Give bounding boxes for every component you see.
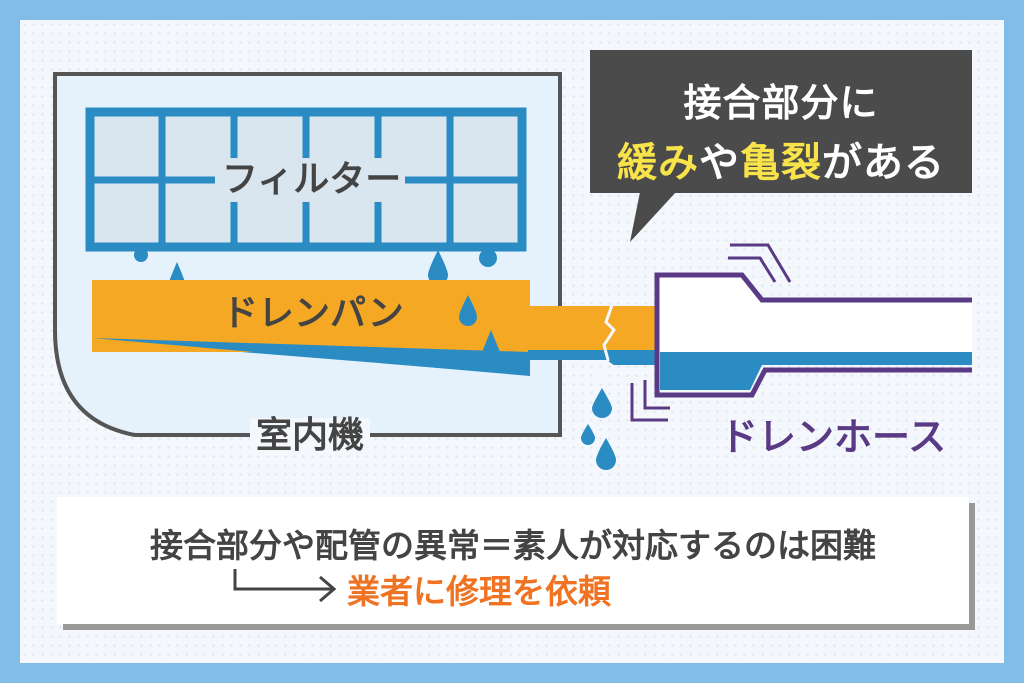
crack-icon [598,304,616,379]
callout-line-1: 接合部分に [683,81,879,125]
summary-line-2: 業者に修理を依頼 [347,572,611,611]
drain-pan-label: ドレンパン [222,293,404,334]
indoor-unit-label: 室内機 [250,418,371,454]
drain-hose-label: ドレンホース [720,415,947,459]
falling-drops-icon [581,388,616,470]
callout-tail [630,192,676,242]
summary-note: 接合部分や配管の異常＝素人が対応するのは困難 業者に修理を依頼 [57,497,969,624]
callout-text-ya: や [699,140,740,186]
callout-bubble: 接合部分に 緩みや亀裂がある [590,50,972,193]
callout-highlight-crack: 亀裂 [740,140,822,186]
callout-line-2: 緩みや亀裂がある [590,130,972,188]
drain-hose [630,243,972,422]
arrow-icon [233,569,337,603]
filter-grid [85,107,527,252]
filter-label: フィルター [222,159,402,200]
callout-highlight-loose: 緩み [617,140,699,186]
drain-pan [92,280,698,352]
callout-text-gaaru: がある [822,140,945,186]
summary-line-1: 接合部分や配管の異常＝素人が対応するのは困難 [150,526,876,565]
